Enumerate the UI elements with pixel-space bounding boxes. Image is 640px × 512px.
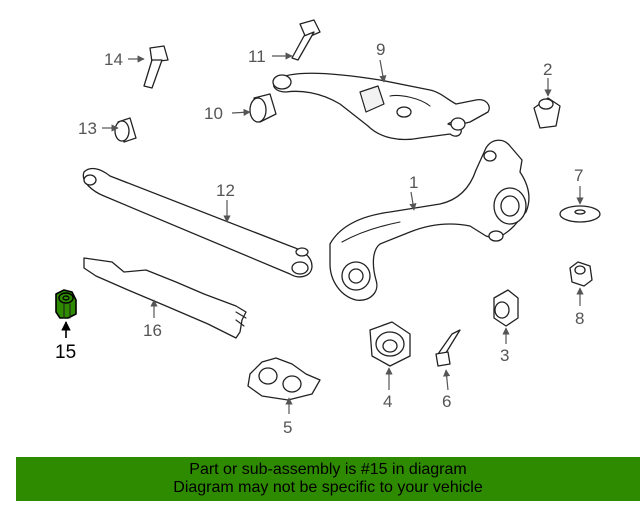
- callout-4: 4: [383, 392, 392, 411]
- banner-line-1: Part or sub-assembly is #15 in diagram: [189, 461, 467, 478]
- callout-2: 2: [543, 60, 552, 79]
- callout-6: 6: [442, 392, 451, 411]
- callout-16: 16: [143, 321, 162, 340]
- callout-10: 10: [204, 104, 223, 123]
- part-6-bolt: [435, 329, 461, 367]
- part-13-bushing: [114, 117, 137, 143]
- part-14-bolt: [143, 45, 169, 89]
- callout-labels: 1 2 3 4 5 6 7 8 9 10 11 12 13 14 15 16: [55, 40, 584, 437]
- info-banner: Part or sub-assembly is #15 in diagram D…: [16, 457, 640, 501]
- leader-lines: [61, 52, 584, 414]
- callout-7: 7: [574, 166, 583, 185]
- part-5-mount: [247, 357, 321, 401]
- part-15-nut: [55, 289, 77, 319]
- part-16-shield: [83, 257, 247, 339]
- callout-9: 9: [376, 40, 385, 59]
- part-9-control-arm: [272, 72, 490, 141]
- part-2-bushing: [533, 97, 561, 129]
- callout-11: 11: [248, 47, 266, 66]
- callout-13: 13: [78, 119, 97, 138]
- part-11-bolt: [291, 19, 321, 61]
- callout-3: 3: [500, 346, 509, 365]
- part-10-bushing: [249, 93, 277, 123]
- part-3-bushing: [493, 289, 519, 327]
- part-4-bushing: [369, 321, 411, 367]
- callout-5: 5: [283, 418, 292, 437]
- callout-15: 15: [55, 342, 76, 363]
- callout-14: 14: [104, 50, 123, 69]
- callout-12: 12: [216, 181, 235, 200]
- part-1-knuckle: [329, 139, 530, 301]
- callout-8: 8: [575, 309, 584, 328]
- part-8-nut: [569, 261, 593, 287]
- parts-diagram: 1 2 3 4 5 6 7 8 9 10 11 12 13 14 15 16: [55, 19, 601, 437]
- banner-line-2: Diagram may not be specific to your vehi…: [173, 479, 483, 496]
- callout-1: 1: [409, 173, 418, 192]
- part-12-lateral-link: [82, 167, 313, 278]
- part-7-washer: [559, 205, 601, 223]
